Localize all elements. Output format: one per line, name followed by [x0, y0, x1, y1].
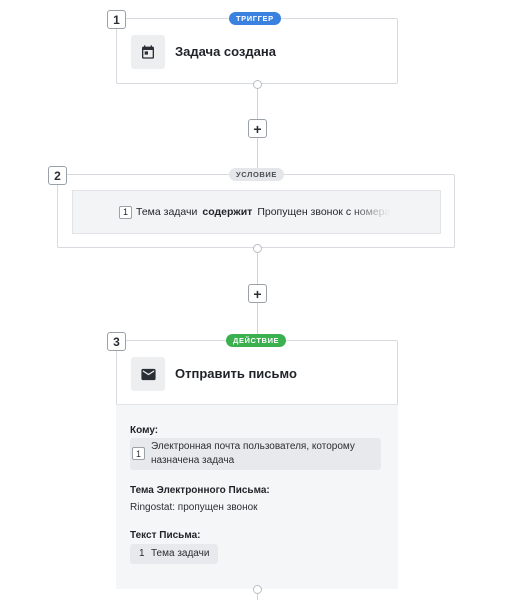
trigger-icon-box — [131, 35, 165, 69]
calendar-icon — [142, 45, 154, 59]
to-ref-chip: 1 — [132, 447, 145, 460]
step-number-2: 2 — [48, 166, 67, 185]
body-token[interactable]: 1 Тема задачи — [130, 544, 218, 564]
to-label: Кому: — [130, 425, 159, 436]
connector-line — [257, 302, 258, 340]
subject-value[interactable]: Ringostat: пропущен звонок — [130, 502, 258, 513]
body-value: Тема задачи — [151, 548, 210, 559]
condition-badge: УСЛОВИЕ — [229, 168, 285, 181]
condition-ref-chip: 1 — [119, 205, 132, 219]
to-value-line1: Электронная почта пользователя, которому — [151, 441, 355, 452]
condition-value: Пропущен звонок с номера — [257, 206, 391, 218]
body-label: Текст Письма: — [130, 530, 201, 541]
subject-label: Тема Электронного Письма: — [130, 485, 270, 496]
trigger-card[interactable]: Задача создана — [116, 18, 398, 84]
connector-dot — [253, 585, 262, 594]
action-icon-box — [131, 357, 165, 391]
condition-row[interactable]: 1 Тема задачи содержит Пропущен звонок с… — [72, 190, 441, 234]
action-details: Кому: 1 Электронная почта пользователя, … — [116, 404, 398, 589]
to-token[interactable]: 1 Электронная почта пользователя, которо… — [130, 438, 381, 470]
action-title: Отправить письмо — [175, 366, 297, 381]
add-step-button[interactable]: + — [248, 284, 267, 303]
action-badge: ДЕЙСТВИЕ — [226, 334, 287, 347]
to-value-line2: назначена задача — [151, 455, 235, 466]
step-number-3: 3 — [107, 332, 126, 351]
connector-dot — [253, 244, 262, 253]
condition-field: Тема задачи — [136, 206, 198, 218]
connector-line — [257, 84, 258, 119]
connector-line — [257, 137, 258, 175]
body-ref: 1 — [139, 548, 145, 559]
trigger-title: Задача создана — [175, 44, 276, 59]
condition-operator: содержит — [202, 206, 253, 218]
trigger-badge: ТРИГГЕР — [229, 12, 281, 25]
connector-dot — [253, 80, 262, 89]
add-step-button[interactable]: + — [248, 119, 267, 138]
connector-line — [257, 248, 258, 284]
step-number-1: 1 — [107, 10, 126, 29]
connector-line — [257, 589, 258, 600]
mail-icon — [140, 368, 156, 380]
